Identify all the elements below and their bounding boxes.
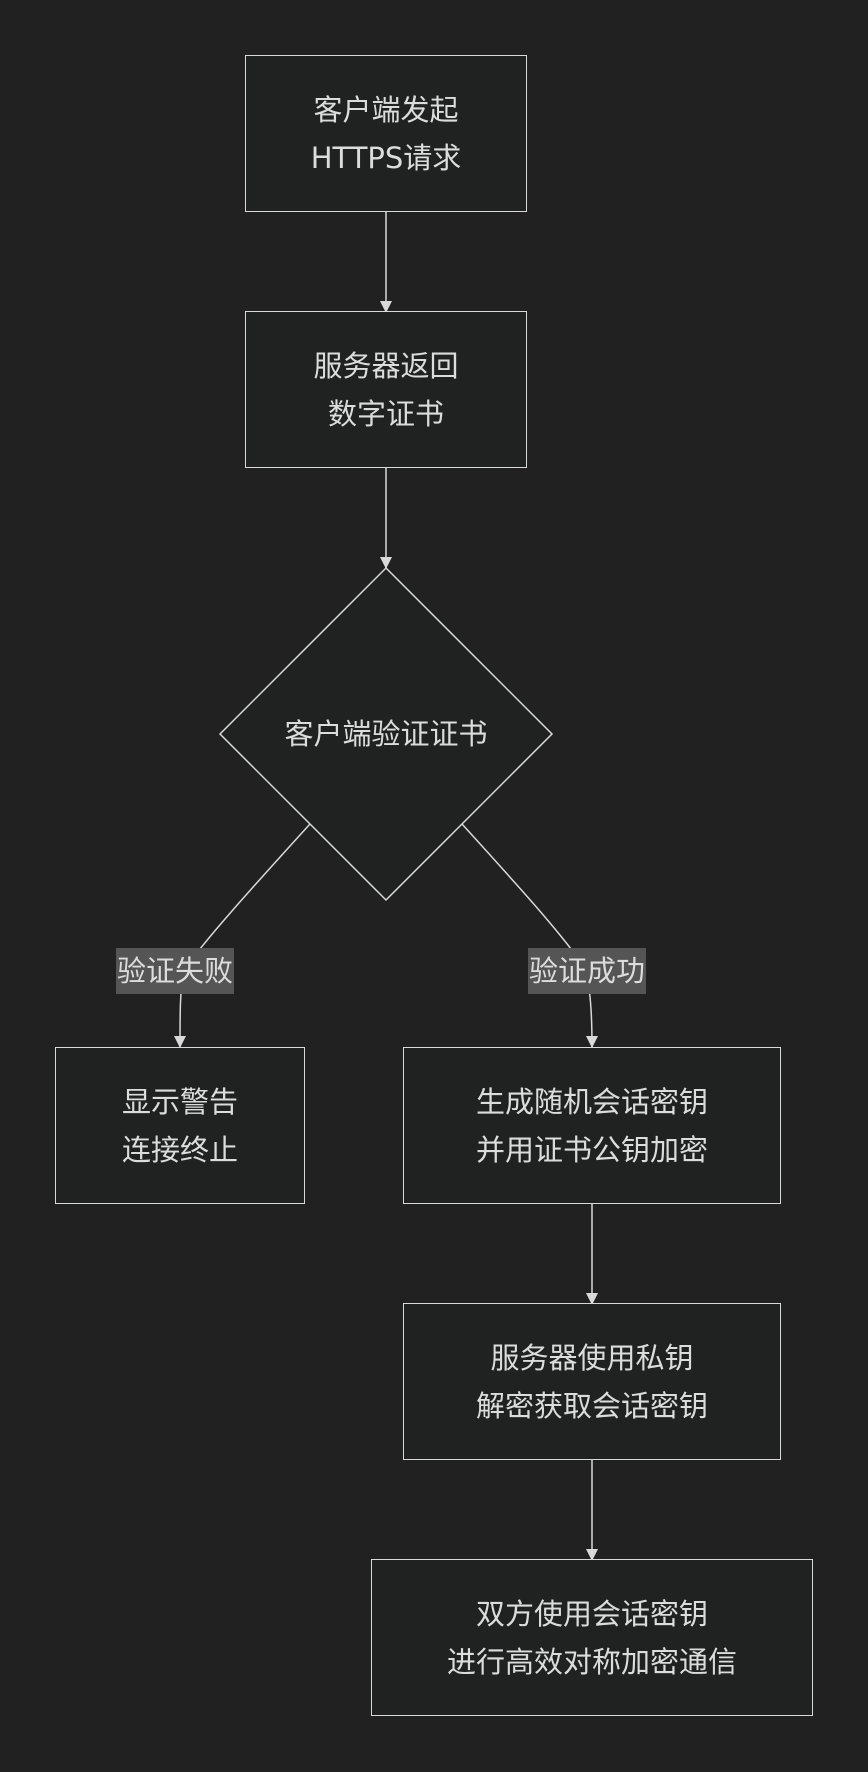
node-label-line2: 并用证书公钥加密 bbox=[475, 1132, 708, 1167]
node-symmetric-encrypted-communication[interactable]: 双方使用会话密钥 进行高效对称加密通信 bbox=[371, 1559, 813, 1716]
node-generate-session-key[interactable]: 生成随机会话密钥 并用证书公钥加密 bbox=[403, 1047, 781, 1204]
node-label-line1: 服务器返回 bbox=[313, 348, 459, 383]
node-label-line1: 显示警告 bbox=[121, 1084, 238, 1119]
node-label-line1: 客户端发起 bbox=[313, 92, 459, 127]
node-show-warning-terminate[interactable]: 显示警告 连接终止 bbox=[55, 1047, 305, 1204]
node-server-decrypts-session-key[interactable]: 服务器使用私钥 解密获取会话密钥 bbox=[403, 1303, 781, 1460]
decision-diamond-verify[interactable] bbox=[218, 566, 554, 902]
node-label-line1: 生成随机会话密钥 bbox=[475, 1084, 708, 1119]
node-client-initiates-https-request[interactable]: 客户端发起 HTTPS请求 bbox=[245, 55, 527, 212]
node-server-returns-certificate[interactable]: 服务器返回 数字证书 bbox=[245, 311, 527, 468]
edge-label-verify-failed: 验证失败 bbox=[116, 948, 235, 994]
edge-verify-to-gen-key bbox=[461, 823, 598, 1048]
node-label-line1: 服务器使用私钥 bbox=[490, 1340, 694, 1375]
decision-label-verify-certificate: 客户端验证证书 bbox=[284, 717, 488, 751]
node-label-line2: 进行高效对称加密通信 bbox=[446, 1644, 737, 1679]
edge-verify-to-fail bbox=[174, 823, 311, 1048]
edge-label-verify-succeeded: 验证成功 bbox=[528, 948, 647, 994]
node-label-line2: 解密获取会话密钥 bbox=[475, 1388, 708, 1423]
node-label-line2: 数字证书 bbox=[327, 396, 444, 431]
node-label-line2: 连接终止 bbox=[121, 1132, 238, 1167]
node-label-line2: HTTPS请求 bbox=[310, 140, 462, 175]
node-label-line1: 双方使用会话密钥 bbox=[475, 1596, 708, 1631]
